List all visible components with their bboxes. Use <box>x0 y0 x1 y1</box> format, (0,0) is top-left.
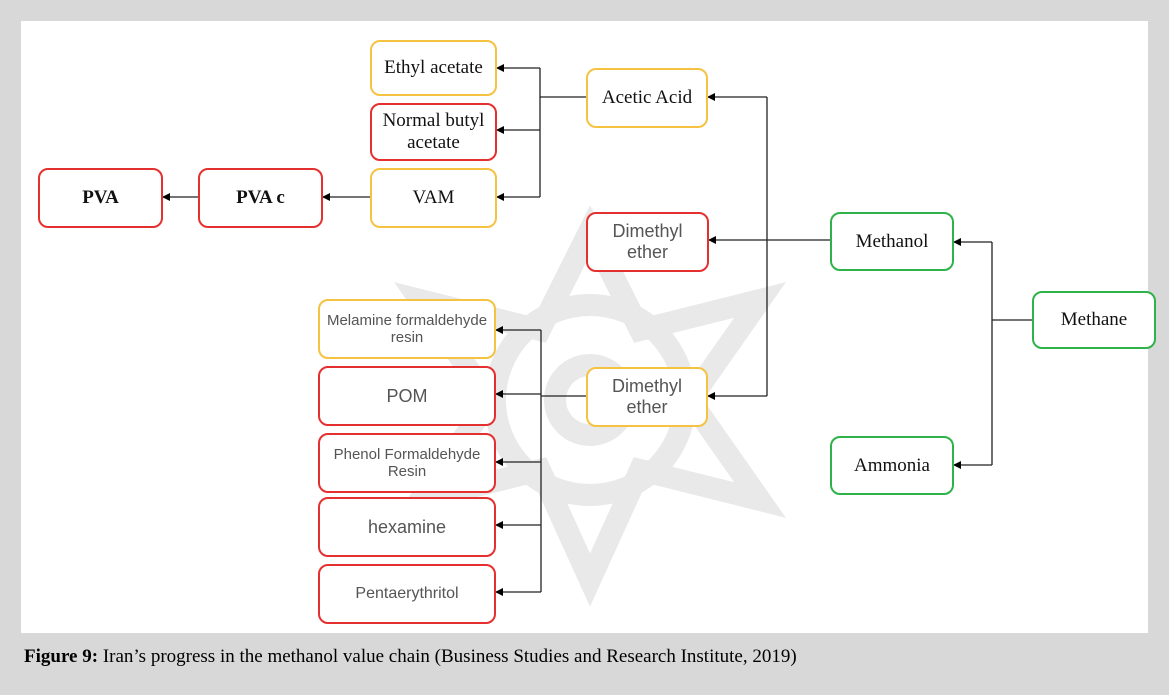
node-normal-butyl-acetate: Normal butyl acetate <box>370 103 497 161</box>
node-pom: POM <box>318 366 496 426</box>
node-dimethyl-ether-upper: Dimethyl ether <box>586 212 709 272</box>
node-ammonia: Ammonia <box>830 436 954 495</box>
node-hexamine: hexamine <box>318 497 496 557</box>
node-pva: PVA <box>38 168 163 228</box>
caption-label: Figure 9: <box>24 646 99 667</box>
caption-text: Iran’s progress in the methanol value ch… <box>98 646 797 667</box>
node-methanol: Methanol <box>830 212 954 271</box>
node-pvac: PVA c <box>198 168 323 228</box>
node-ethyl-acetate: Ethyl acetate <box>370 40 497 96</box>
node-pentaerythritol: Pentaerythritol <box>318 564 496 624</box>
node-methane: Methane <box>1032 291 1156 349</box>
diagram-panel <box>21 21 1148 633</box>
node-melamine-resin: Melamine formaldehyde resin <box>318 299 496 359</box>
node-vam: VAM <box>370 168 497 228</box>
node-phenol-resin: Phenol Formaldehyde Resin <box>318 433 496 493</box>
node-acetic-acid: Acetic Acid <box>586 68 708 128</box>
figure-caption: Figure 9: Iran’s progress in the methano… <box>24 640 1144 674</box>
node-dimethyl-ether-lower: Dimethyl ether <box>586 367 708 427</box>
